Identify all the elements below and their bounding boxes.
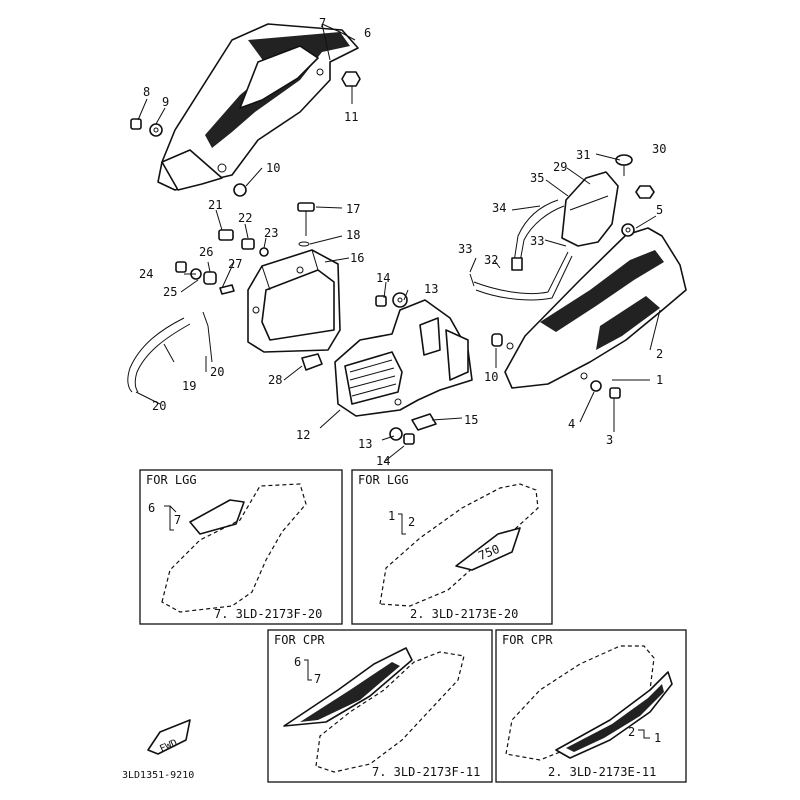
air-box bbox=[334, 299, 473, 417]
callout-7: 7 bbox=[319, 16, 326, 30]
callout-9: 9 bbox=[162, 95, 169, 109]
inset-part-code: 7. 3LD-2173F-11 bbox=[372, 765, 480, 779]
bracket-15 bbox=[411, 413, 437, 431]
callout-19: 19 bbox=[182, 379, 196, 393]
right-side-cover bbox=[504, 227, 687, 389]
grommet-10-upper bbox=[233, 183, 247, 197]
callout-21: 21 bbox=[208, 198, 222, 212]
callout-1: 1 bbox=[656, 373, 663, 387]
inset-bracket-sub: 1 bbox=[654, 731, 661, 745]
callout-26: 26 bbox=[199, 245, 213, 259]
inset-lgg-left: FOR LGG 6 7 7. 3LD-2173F-20 bbox=[139, 469, 343, 625]
diagram-code: 3LD1351-9210 bbox=[122, 770, 194, 781]
callout-20-lower: 20 bbox=[152, 399, 166, 413]
inset-part-code: 2. 3LD-2173E-20 bbox=[410, 607, 518, 621]
inset-part-code: 7. 3LD-2173F-20 bbox=[214, 607, 322, 621]
inset-title: FOR LGG bbox=[358, 473, 409, 487]
hardware-21-27 bbox=[175, 229, 269, 295]
fwd-arrow: FWD bbox=[147, 719, 191, 755]
callout-17: 17 bbox=[346, 202, 360, 216]
callout-14-lower: 14 bbox=[376, 454, 390, 468]
callout-16: 16 bbox=[350, 251, 364, 265]
grommet-10-right bbox=[491, 333, 514, 350]
grommet-4 bbox=[590, 380, 602, 392]
callout-13-upper: 13 bbox=[424, 282, 438, 296]
callout-labels: 1 2 3 4 5 6 7 8 9 10 10 11 12 13 13 14 1… bbox=[139, 16, 666, 468]
callout-22: 22 bbox=[238, 211, 252, 225]
callout-2: 2 bbox=[656, 347, 663, 361]
hose-34 bbox=[511, 199, 565, 271]
inset-bracket-sub: 7 bbox=[314, 672, 321, 686]
callout-3: 3 bbox=[606, 433, 613, 447]
callout-11: 11 bbox=[344, 110, 358, 124]
leader-lines bbox=[135, 23, 661, 463]
screw-17 bbox=[297, 202, 315, 236]
grommet-5 bbox=[621, 223, 635, 237]
inset-cpr-left: FOR CPR 6 7 7. 3LD-2173F-11 bbox=[267, 629, 493, 783]
callout-33-right: 33 bbox=[530, 234, 544, 248]
callout-30: 30 bbox=[652, 142, 666, 156]
inset-bracket-sub: 2 bbox=[408, 515, 415, 529]
hose-32 bbox=[469, 251, 573, 301]
inset-part-code: 2. 3LD-2173E-11 bbox=[548, 765, 656, 779]
inset-title: FOR LGG bbox=[146, 473, 197, 487]
inset-bracket-top: 6 bbox=[294, 655, 301, 669]
reservoir-tank bbox=[561, 171, 619, 247]
callout-13-lower: 13 bbox=[358, 437, 372, 451]
inset-cpr-right: FOR CPR 2 1 2. 3LD-2173E-11 bbox=[495, 629, 687, 783]
callout-5: 5 bbox=[656, 203, 663, 217]
washer-13-lower bbox=[389, 427, 403, 441]
inset-bracket-top: 6 bbox=[148, 501, 155, 515]
inset-bracket-sub: 7 bbox=[174, 513, 181, 527]
washer-9 bbox=[149, 123, 163, 137]
hose-19 bbox=[127, 311, 213, 393]
callout-10-right: 10 bbox=[484, 370, 498, 384]
cap-31 bbox=[615, 154, 633, 176]
callout-8: 8 bbox=[143, 85, 150, 99]
air-filter-case bbox=[247, 249, 341, 353]
callout-24: 24 bbox=[139, 267, 153, 281]
callout-12: 12 bbox=[296, 428, 310, 442]
inset-title: FOR CPR bbox=[274, 633, 325, 647]
nut-11 bbox=[341, 71, 361, 87]
callout-33-left: 33 bbox=[458, 242, 472, 256]
callout-15: 15 bbox=[464, 413, 478, 427]
callout-14-upper: 14 bbox=[376, 271, 390, 285]
callout-28: 28 bbox=[268, 373, 282, 387]
inset-bracket-top: 2 bbox=[628, 725, 635, 739]
callout-31: 31 bbox=[576, 148, 590, 162]
callout-35: 35 bbox=[530, 171, 544, 185]
callout-27: 27 bbox=[228, 257, 242, 271]
callout-23: 23 bbox=[264, 226, 278, 240]
callout-10-upper: 10 bbox=[266, 161, 280, 175]
left-side-cover bbox=[157, 23, 359, 191]
bolt-14-lower bbox=[403, 433, 415, 445]
callout-4: 4 bbox=[568, 417, 575, 431]
callout-25: 25 bbox=[163, 285, 177, 299]
callout-32: 32 bbox=[484, 253, 498, 267]
callout-29: 29 bbox=[553, 160, 567, 174]
callout-20-upper: 20 bbox=[210, 365, 224, 379]
washer-13-upper bbox=[392, 292, 408, 308]
callout-6: 6 bbox=[364, 26, 371, 40]
oring-18 bbox=[298, 241, 310, 247]
inset-bracket-top: 1 bbox=[388, 509, 395, 523]
bolt-8 bbox=[130, 118, 142, 130]
bolt-3 bbox=[609, 387, 621, 399]
callout-18: 18 bbox=[346, 228, 360, 242]
inset-title: FOR CPR bbox=[502, 633, 553, 647]
inset-lgg-right: FOR LGG 1 2 750 2. 3LD-2173E-20 bbox=[351, 469, 553, 625]
bolt-14-upper bbox=[375, 295, 387, 307]
bolt-30 bbox=[635, 185, 655, 199]
clip-28 bbox=[301, 353, 323, 371]
callout-34: 34 bbox=[492, 201, 506, 215]
